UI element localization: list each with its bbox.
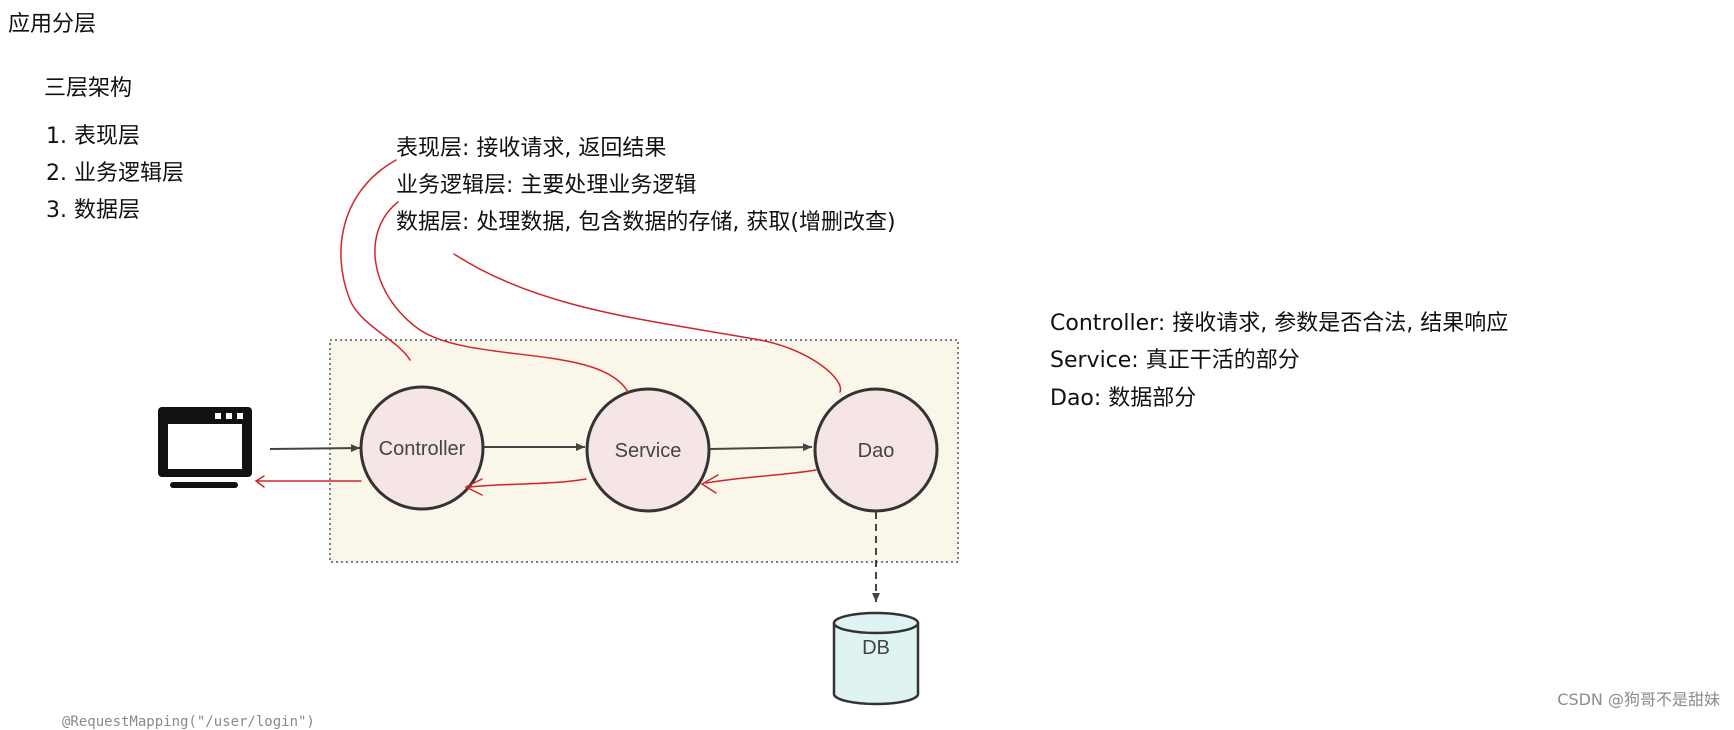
return-arrow-dao-to-service — [705, 469, 817, 484]
arrow-client-to-controller — [269, 444, 361, 453]
layer-note-business: 业务逻辑层: 主要处理业务逻辑 — [396, 173, 697, 198]
dao-label: Dao — [858, 440, 895, 462]
return-arrowhead-controller — [464, 478, 483, 496]
component-note-service: Service: 真正干活的部分 — [1050, 348, 1300, 373]
layer-note-data: 数据层: 处理数据, 包含数据的存储, 获取(增删改查) — [396, 210, 896, 235]
service-node: Service — [585, 387, 711, 513]
layer-list-item-business: 2. 业务逻辑层 — [46, 161, 184, 186]
return-arrow-service-to-controller — [469, 478, 587, 488]
partial-code-snippet: @RequestMapping("/user/login") — [62, 714, 315, 730]
service-label: Service — [615, 440, 682, 462]
component-note-dao: Dao: 数据部分 — [1050, 386, 1197, 411]
layer-list-item-presentation: 1. 表现层 — [46, 124, 140, 149]
annotation-curve-business — [374, 201, 629, 393]
annotation-curve-data — [453, 253, 842, 393]
client-monitor-icon — [158, 407, 252, 488]
section-subtitle: 三层架构 — [44, 76, 133, 101]
return-arrowhead-service — [700, 474, 719, 494]
arrow-service-to-dao — [709, 443, 813, 452]
layer-note-presentation: 表现层: 接收请求, 返回结果 — [396, 136, 667, 161]
controller-node: Controller — [359, 385, 485, 511]
database-cylinder: DB — [832, 611, 920, 706]
csdn-watermark: CSDN @狗哥不是甜妹 — [1557, 690, 1720, 709]
layer-list-item-data: 3. 数据层 — [46, 198, 140, 223]
dao-node: Dao — [813, 387, 939, 513]
return-arrowhead-client — [254, 475, 265, 488]
component-note-controller: Controller: 接收请求, 参数是否合法, 结果响应 — [1050, 311, 1509, 336]
db-label: DB — [862, 637, 890, 659]
page-title: 应用分层 — [8, 12, 97, 37]
controller-label: Controller — [379, 438, 466, 460]
annotation-curve-presentation — [340, 159, 411, 361]
